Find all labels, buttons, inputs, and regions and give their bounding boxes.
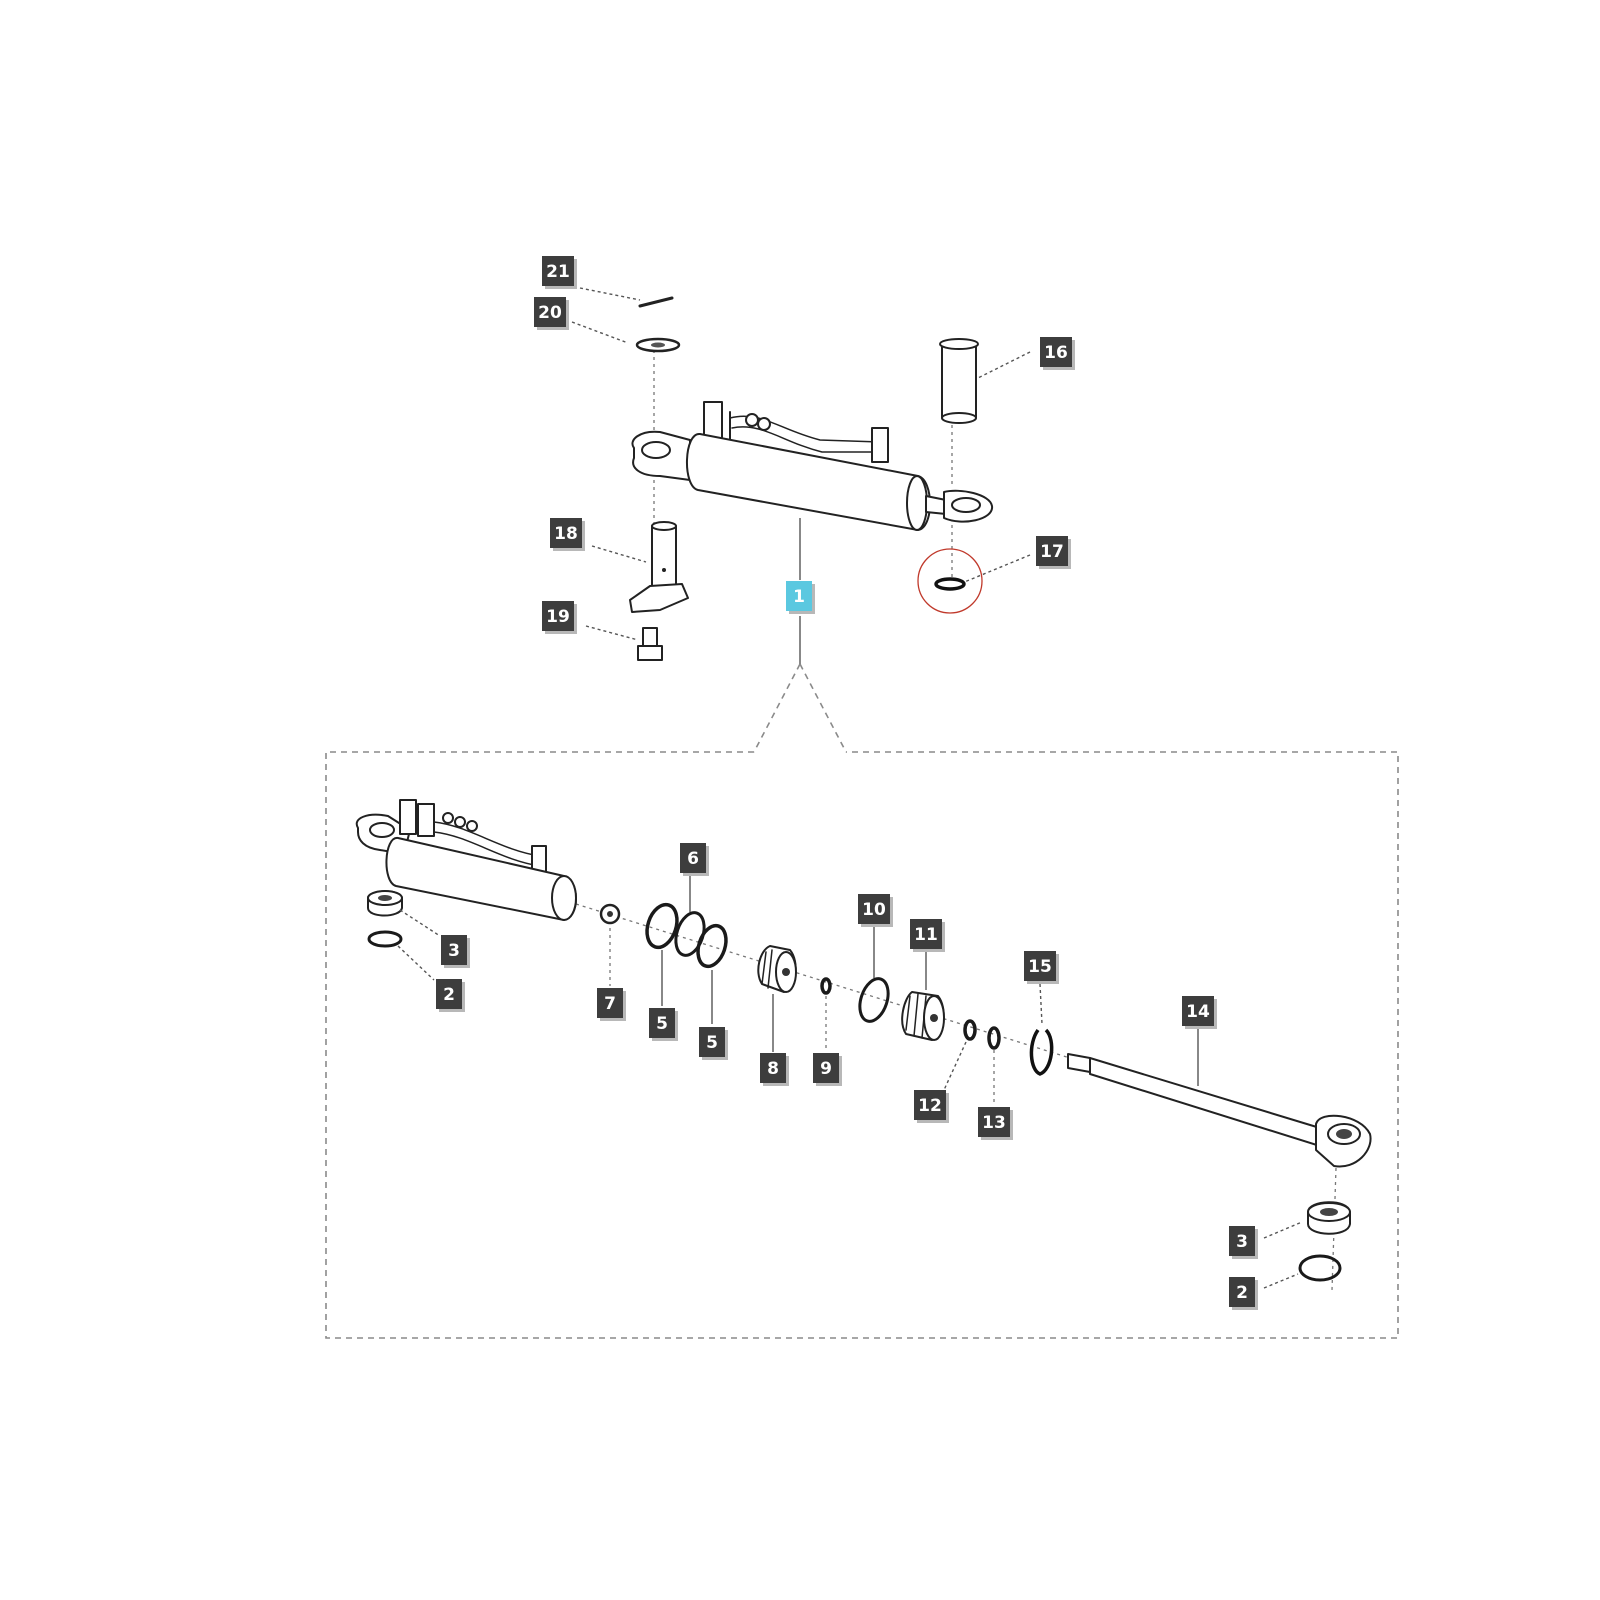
svg-text:19: 19 xyxy=(546,607,570,627)
ring-part-10 xyxy=(858,977,890,1023)
callout-18[interactable]: 18 xyxy=(550,518,585,551)
svg-text:12: 12 xyxy=(918,1096,942,1116)
o-ring-part-9 xyxy=(820,977,832,995)
callout-12[interactable]: 12 xyxy=(914,1090,949,1123)
callouts: 21 20 16 18 17 1 19 6 10 11 15 3 2 7 5 5… xyxy=(436,256,1258,1310)
callout-5-a[interactable]: 5 xyxy=(649,1008,678,1041)
svg-text:20: 20 xyxy=(538,303,562,323)
svg-text:13: 13 xyxy=(982,1113,1006,1133)
svg-text:5: 5 xyxy=(656,1014,668,1034)
svg-text:6: 6 xyxy=(687,849,699,869)
washer-part-17 xyxy=(917,548,983,614)
callout-11[interactable]: 11 xyxy=(910,919,945,952)
bushing-part-3-right xyxy=(1307,1201,1351,1235)
seal-part-5a xyxy=(645,902,679,950)
svg-text:2: 2 xyxy=(1236,1283,1248,1303)
seal-part-2-left xyxy=(367,930,403,948)
svg-text:7: 7 xyxy=(604,994,616,1014)
svg-text:9: 9 xyxy=(820,1059,832,1079)
bushing-part-3-left xyxy=(367,890,403,917)
exploded-view-frame xyxy=(325,751,1399,1339)
callout-5-b[interactable]: 5 xyxy=(699,1027,728,1060)
ring-part-13 xyxy=(987,1026,1001,1050)
callout-16[interactable]: 16 xyxy=(1040,337,1075,370)
callout-2-left[interactable]: 2 xyxy=(436,979,465,1012)
seal-part-2-right xyxy=(1298,1254,1342,1282)
callout-20[interactable]: 20 xyxy=(534,297,569,330)
callout-17[interactable]: 17 xyxy=(1036,536,1071,569)
cylinder-barrel xyxy=(355,799,577,921)
pin-part-16 xyxy=(939,338,979,424)
callout-3-right[interactable]: 3 xyxy=(1229,1226,1258,1259)
circlip-part-15 xyxy=(1029,1028,1054,1076)
svg-text:15: 15 xyxy=(1028,957,1052,977)
nut-part-7 xyxy=(599,903,621,925)
callout-2-right[interactable]: 2 xyxy=(1229,1277,1258,1310)
callout-1[interactable]: 1 xyxy=(786,581,815,614)
callout-14[interactable]: 14 xyxy=(1182,996,1217,1029)
svg-text:5: 5 xyxy=(706,1033,718,1053)
callout-8[interactable]: 8 xyxy=(760,1053,789,1086)
callout-10[interactable]: 10 xyxy=(858,894,893,927)
washer-part-20 xyxy=(635,337,681,353)
cotter-pin-part-21 xyxy=(638,296,674,308)
callout-3-left[interactable]: 3 xyxy=(441,935,470,968)
bracket-pin-part-18 xyxy=(629,521,689,613)
svg-text:2: 2 xyxy=(443,985,455,1005)
seal-part-5b xyxy=(696,923,728,969)
callout-9[interactable]: 9 xyxy=(813,1053,842,1086)
callout-21[interactable]: 21 xyxy=(542,256,577,289)
ring-part-12 xyxy=(963,1019,977,1041)
callout-15[interactable]: 15 xyxy=(1024,951,1059,984)
cylinder-assembly-part-1 xyxy=(631,401,993,531)
svg-text:8: 8 xyxy=(767,1059,779,1079)
bolt-part-19 xyxy=(637,627,663,661)
svg-text:11: 11 xyxy=(914,925,938,945)
piston-rod-part-14 xyxy=(1067,1053,1372,1168)
callout-7[interactable]: 7 xyxy=(597,988,626,1021)
svg-text:21: 21 xyxy=(546,262,570,282)
svg-text:10: 10 xyxy=(862,900,886,920)
callout-13[interactable]: 13 xyxy=(978,1107,1013,1140)
callout-19[interactable]: 19 xyxy=(542,601,577,634)
svg-text:17: 17 xyxy=(1040,542,1064,562)
svg-text:18: 18 xyxy=(554,524,578,544)
upper-assembly xyxy=(571,287,1031,753)
callout-6[interactable]: 6 xyxy=(680,843,709,876)
piston-part-11 xyxy=(901,991,945,1041)
svg-text:14: 14 xyxy=(1186,1002,1210,1022)
svg-text:3: 3 xyxy=(448,941,460,961)
exploded-view xyxy=(355,799,1372,1291)
svg-text:3: 3 xyxy=(1236,1232,1248,1252)
svg-text:16: 16 xyxy=(1044,343,1068,363)
gland-part-8 xyxy=(757,945,797,993)
svg-text:1: 1 xyxy=(793,587,805,607)
